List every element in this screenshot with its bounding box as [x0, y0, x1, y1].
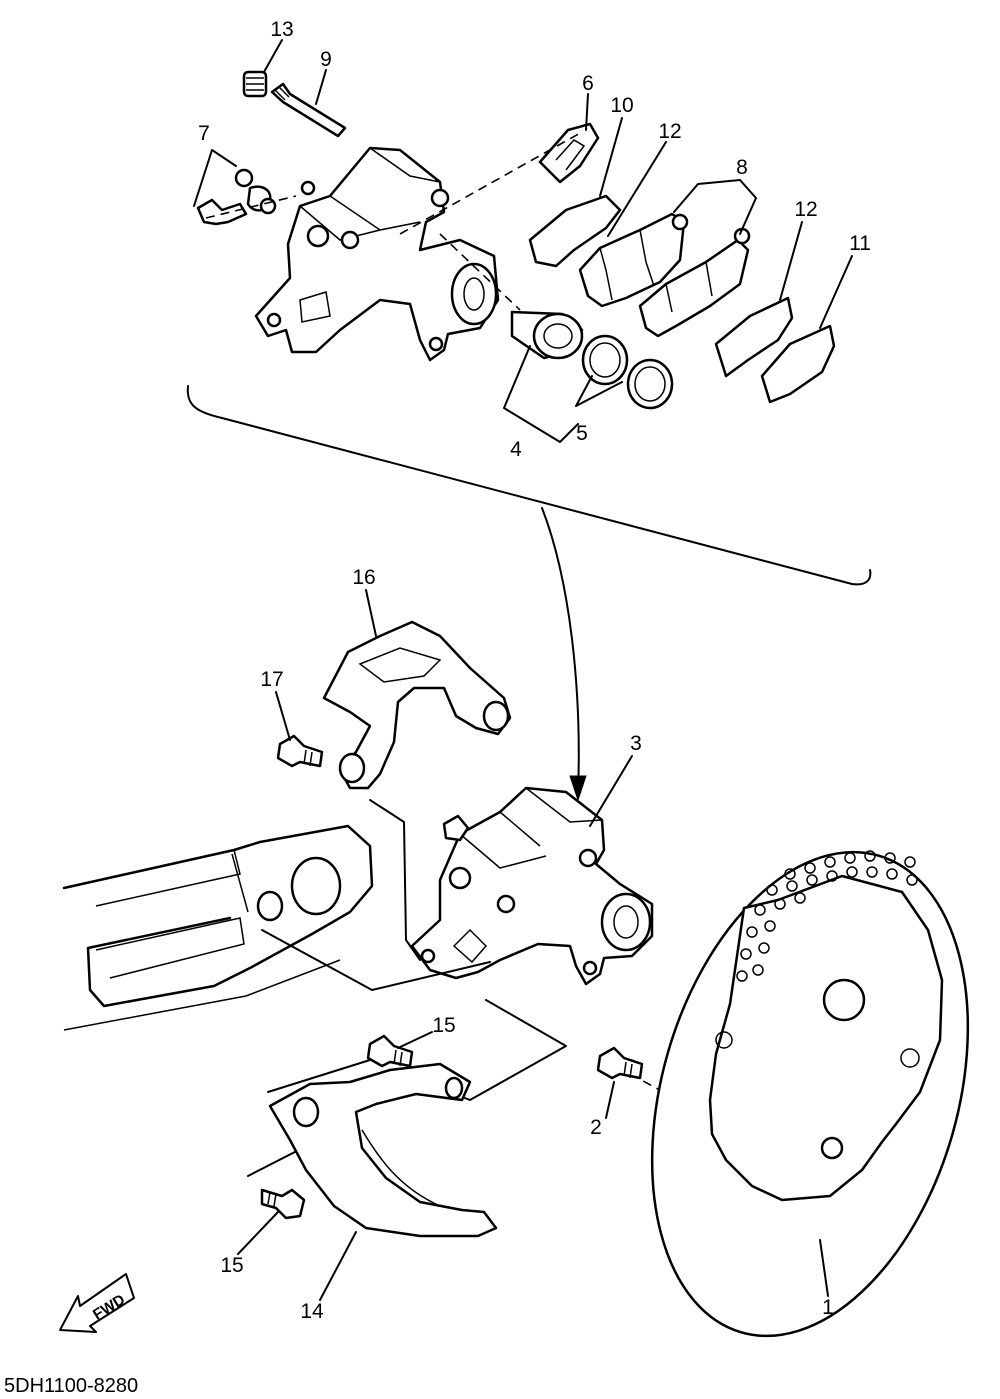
callout-9: 9 [320, 48, 332, 71]
callout-6: 6 [582, 72, 594, 95]
callout-15: 15 [220, 1254, 243, 1277]
assembly-arrow [541, 507, 587, 802]
shim-part [760, 324, 836, 404]
callout-labels: 13 9 7 6 10 12 8 12 11 4 5 16 17 3 15 2 … [198, 18, 871, 1323]
callout-13: 13 [270, 18, 293, 41]
disc-guard-part [268, 1062, 498, 1238]
shim-part [714, 296, 794, 378]
callout-5: 5 [576, 422, 588, 445]
group-bracket [186, 385, 872, 586]
bleed-screw-part [196, 168, 277, 226]
forward-arrow-icon: FWD [59, 1273, 135, 1333]
seal-part [581, 334, 674, 410]
brake-pad-part [578, 212, 751, 338]
callout-10: 10 [610, 94, 633, 117]
callout-1: 1 [822, 1296, 834, 1319]
caliper-bracket-part [322, 620, 512, 790]
part-code: 5DH1100-8280 [4, 1375, 138, 1397]
pin-part [270, 82, 347, 138]
brake-disc-part [650, 850, 970, 1338]
callout-17: 17 [260, 668, 283, 691]
callout-3: 3 [630, 732, 642, 755]
bolt-part [366, 1034, 414, 1068]
caliper-exploded-group [196, 70, 836, 410]
bolt-part [596, 1046, 644, 1080]
callout-14: 14 [300, 1300, 324, 1323]
caliper-body-part [254, 146, 500, 362]
callout-12: 12 [658, 120, 681, 143]
piston-part [510, 310, 584, 360]
swingarm-part [62, 824, 374, 1031]
bleed-cap-part [242, 70, 268, 98]
callout-7: 7 [198, 122, 210, 145]
callout-12: 12 [794, 198, 817, 221]
callout-16: 16 [352, 566, 375, 589]
callout-11: 11 [849, 232, 871, 255]
assembled-caliper-part [410, 786, 654, 986]
callout-15: 15 [432, 1014, 455, 1037]
bolt-part [276, 734, 324, 768]
bolt-part [260, 1188, 306, 1220]
callout-leaders [193, 39, 853, 1301]
callout-8: 8 [736, 156, 748, 179]
shim-part [528, 194, 622, 268]
callout-4: 4 [510, 438, 522, 461]
pad-spring-part [538, 122, 600, 184]
disc-holes [736, 850, 918, 982]
callout-2: 2 [590, 1116, 602, 1139]
